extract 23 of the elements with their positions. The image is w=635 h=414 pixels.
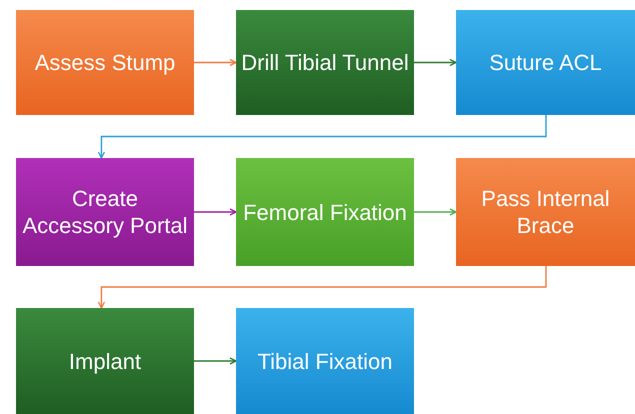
- arrow: [414, 208, 457, 216]
- arrow: [414, 58, 457, 66]
- process-box: [456, 10, 635, 115]
- process-box: [16, 10, 194, 115]
- arrow: [98, 115, 547, 159]
- step-label: Implant: [68, 348, 142, 374]
- step-label: Suture ACL: [489, 49, 602, 76]
- arrow: [194, 357, 237, 365]
- process-box: [16, 158, 194, 266]
- step-label: Pass Internal Brace: [480, 185, 611, 239]
- process-box: [16, 308, 194, 414]
- arrow: [194, 208, 237, 216]
- process-box: [236, 10, 414, 115]
- step-label: Femoral Fixation: [243, 198, 407, 226]
- process-box: [456, 158, 635, 266]
- step-label: Tibial Fixation: [258, 348, 392, 374]
- step-label: Assess Stump: [34, 49, 176, 76]
- arrow: [98, 266, 547, 309]
- arrow: [194, 58, 237, 66]
- process-box: [236, 308, 414, 414]
- step-label: Drill Tibial Tunnel: [241, 49, 409, 76]
- step-label: Create Accessory Portal: [21, 185, 189, 239]
- process-box: [236, 158, 414, 266]
